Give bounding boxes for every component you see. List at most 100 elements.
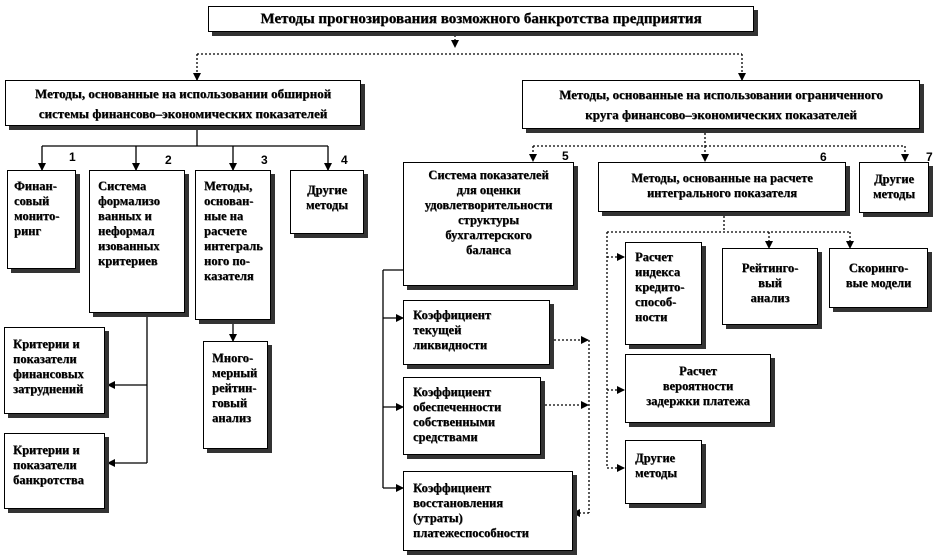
line: методы: [635, 466, 678, 480]
number-4: 4: [341, 153, 348, 167]
line: казателя: [204, 269, 254, 283]
financial-monitoring-box: Финан- совый монито- ринг: [7, 170, 76, 269]
right-group-box: Методы, основанные на использовании огра…: [522, 80, 920, 129]
line: собственными: [413, 415, 495, 429]
line: Расчет: [679, 364, 717, 378]
line: Коэффициент: [413, 308, 491, 322]
line: Коэффициент: [413, 481, 491, 495]
line: затруднений: [13, 382, 84, 396]
left-group-label-1: Методы, основанные на использовании обши…: [34, 86, 332, 101]
line: Скоринго-: [848, 261, 909, 275]
line: восстановления: [413, 496, 504, 510]
line: ринг: [14, 224, 42, 238]
line: задержки платежа: [646, 394, 750, 408]
other-methods-integral-box: Другие методы: [625, 440, 702, 504]
line: ные на: [204, 209, 244, 223]
line: Коэффициент: [413, 385, 491, 399]
line: рейтин-: [212, 381, 257, 395]
line: Система показателей: [428, 168, 549, 182]
line: банкротства: [13, 473, 84, 487]
scoring-models-box: Скоринго- вые модели: [829, 248, 928, 308]
line: интегрального показателя: [646, 186, 798, 200]
line: вый: [758, 276, 782, 290]
line: вероятности: [662, 379, 734, 393]
line: ванных и: [98, 209, 152, 223]
number-3: 3: [261, 153, 268, 167]
line: Критерии и: [13, 337, 80, 351]
line: Система: [98, 179, 147, 193]
line: Другие: [306, 183, 348, 197]
line: Другие: [873, 172, 915, 186]
balance-structure-system-box: Система показателей для оценки удовлетво…: [403, 162, 574, 286]
line: основан-: [204, 194, 254, 208]
line: финансовых: [13, 367, 84, 381]
payment-delay-probability-box: Расчет вероятности задержки платежа: [625, 354, 771, 423]
line: кредито-: [635, 280, 685, 294]
line: бухгалтерского: [445, 228, 532, 242]
current-liquidity-coef-box: Коэффициент текущей ликвидности: [403, 300, 550, 365]
line: Методы, основанные на расчете: [631, 171, 813, 185]
line: говый: [212, 396, 248, 410]
left-group-box: Методы, основанные на использовании обши…: [5, 80, 361, 126]
title-box: Методы прогнозирования возможного банкро…: [208, 6, 754, 32]
line: показатели: [13, 458, 77, 472]
solvency-restoration-coef-box: Коэффициент восстановления (утраты) плат…: [403, 471, 573, 551]
criteria-system-box: Система формализо ванных и неформал изов…: [89, 170, 185, 313]
creditworthiness-index-box: Расчет индекса кредито- способ- ности: [625, 242, 702, 345]
integral-indicator-right-box: Методы, основанные на расчете интегральн…: [598, 162, 846, 212]
line: текущей: [413, 323, 462, 337]
line: методы: [305, 198, 348, 212]
line: показатели: [13, 352, 77, 366]
line: Финан-: [14, 179, 57, 193]
number-6: 6: [820, 150, 827, 164]
line: изованных: [98, 239, 160, 253]
line: Расчет: [635, 250, 673, 264]
line: совый: [14, 194, 50, 208]
line: структуры: [457, 213, 520, 227]
line: Много-: [212, 351, 254, 365]
line: платежеспособности: [413, 526, 529, 540]
line: Рейтинго-: [741, 261, 799, 275]
line: ности: [635, 310, 668, 324]
rating-analysis-box: Рейтинго- вый анализ: [722, 248, 818, 325]
right-group-label-1: Методы, основанные на использовании огра…: [559, 87, 883, 102]
line: анализ: [212, 411, 252, 425]
line: расчете: [204, 224, 247, 238]
line: баланса: [465, 243, 512, 257]
integral-indicator-methods-box: Методы, основан- ные на расчете интеграл…: [195, 170, 271, 320]
line: Другие: [635, 451, 676, 465]
line: Методы,: [204, 179, 253, 193]
number-7: 7: [926, 150, 933, 164]
line: обеспеченности: [413, 400, 502, 414]
line: ного по-: [204, 254, 250, 268]
line: вые модели: [845, 276, 912, 290]
number-1: 1: [69, 150, 76, 164]
line: способ-: [635, 295, 677, 309]
own-funds-coef-box: Коэффициент обеспеченности собственными …: [403, 377, 541, 455]
bankruptcy-criteria-box: Критерии и показатели банкротства: [4, 433, 105, 509]
line: интеграль: [204, 239, 263, 253]
line: формализо: [98, 194, 160, 208]
number-2: 2: [165, 153, 172, 167]
other-methods-right-box: Другие методы: [859, 162, 929, 213]
line: средствами: [413, 430, 478, 444]
number-5: 5: [562, 149, 569, 163]
line: для оценки: [456, 183, 521, 197]
financial-difficulty-criteria-box: Критерии и показатели финансовых затрудн…: [4, 327, 105, 414]
line: методы: [872, 187, 915, 201]
line: критериев: [98, 254, 158, 268]
line: ликвидности: [413, 338, 488, 352]
line: монито-: [14, 209, 60, 223]
line: индекса: [635, 265, 681, 279]
title-text: Методы прогнозирования возможного банкро…: [260, 11, 702, 27]
line: (утраты): [413, 511, 463, 525]
left-group-label-2: системы финансово–экономических показате…: [38, 106, 328, 121]
multidimensional-rating-box: Много- мерный рейтин- говый анализ: [203, 341, 268, 449]
line: Критерии и: [13, 443, 80, 457]
right-group-label-2: круга финансово–экономических показателе…: [585, 107, 857, 122]
line: мерный: [212, 366, 258, 380]
other-methods-left-box: Другие методы: [290, 170, 364, 234]
line: удовлетворительности: [424, 198, 553, 212]
line: анализ: [750, 291, 790, 305]
